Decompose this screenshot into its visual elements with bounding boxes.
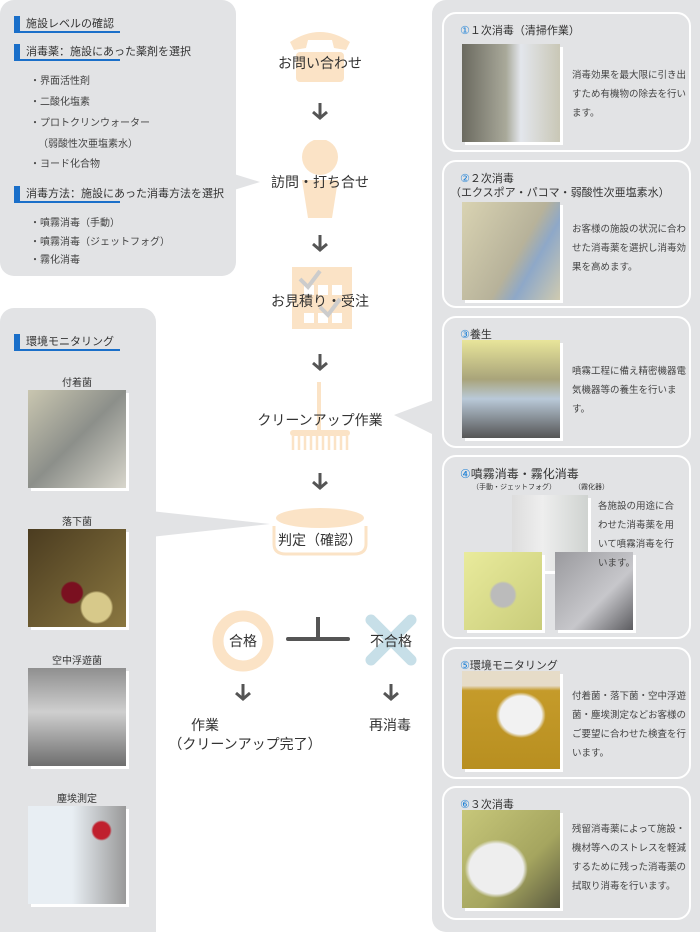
agent-item: ・界面活性剤 [30,76,90,87]
falling-bacteria-photo [28,529,126,627]
step-card-2: ②２次消毒 （エクスポア・パコマ・弱酸性次亜塩素水） お客様の施設の状況に合わせ… [442,160,691,308]
step-title: ①１次消毒（清掃作業） [460,22,580,38]
second-disinfection-photo [462,202,560,300]
step-title: ④噴霧消毒・霧化消毒 [460,465,579,482]
step-title-text: 噴霧消毒・霧化消毒 [470,467,579,481]
step-card-4: ④噴霧消毒・霧化消毒 （手動・ジェットフォグ） （霧化器） 各施設の用途に合わせ… [442,455,691,639]
pass-circle-icon [212,610,274,672]
step-title-text: ２次消毒 [469,172,514,185]
down-arrow-icon [312,473,328,490]
facility-level-panel [0,0,236,276]
step-desc: 噴霧工程に備え精密機器電気機器等の養生を行います。 [572,366,687,415]
fail-result: 再消毒 [369,718,411,734]
item-label: 落下菌 [62,517,92,528]
step-cleanup: クリーンアップ作業 [257,413,383,429]
dish-icon [272,508,368,556]
step-title-text: 環境モニタリング [469,659,558,672]
step-title: ②２次消毒 [460,170,514,186]
callout-pointer [394,400,434,435]
step-inquiry: お問い合わせ [278,56,362,72]
step-desc: 各施設の用途に合わせた消毒薬を用いて噴霧消毒を行います。 [598,501,675,569]
agent-item: ・二酸化塩素 [30,97,90,108]
cleaning-photo [462,44,560,142]
fail-cross-icon [365,614,417,666]
down-arrow-icon [312,235,328,252]
step-estimate: お見積り・受注 [271,294,369,310]
step-number: ⑥ [460,798,470,811]
atomizer-photo [464,552,542,630]
step-desc: 消毒効果を最大限に引き出すため有機物の除去を行います。 [572,70,687,119]
estimate-icon [292,267,352,329]
step-title: ③養生 [460,326,492,342]
step-visit: 訪問・打ち合せ [271,175,369,191]
monitoring-photo [462,671,560,769]
step-title-text: ３次消毒 [469,798,514,811]
step-number: ④ [460,467,471,481]
airborne-bacteria-photo [28,668,126,766]
down-arrow-icon [235,684,251,701]
steps-panel [432,0,700,932]
step-card-6: ⑥３次消毒 残留消毒薬によって施設・機材等へのストレスを軽減するために残った消毒… [442,786,691,920]
fog-photo [555,552,633,630]
step-subtitle: （手動・ジェットフォグ） [472,483,556,491]
adhesion-photo [28,390,126,488]
method-heading: 消毒方法：施設にあった消毒方法を選択 [14,186,224,203]
down-arrow-icon [312,103,328,120]
pass-result-detail: （クリーンアップ完了） [168,737,322,753]
step-number: ⑤ [460,659,470,672]
step-card-3: ③養生 噴霧工程に備え精密機器電気機器等の養生を行います。 [442,316,691,448]
fail-label: 不合格 [370,634,412,650]
monitoring-heading: 環境モニタリング [14,334,120,351]
item-label: 付着菌 [62,378,92,389]
monitoring-item: 落下菌 [28,513,126,633]
item-label: 空中浮遊菌 [52,656,102,667]
pass-result: 作業 [191,718,219,734]
step-subtitle: （エクスポア・パコマ・弱酸性次亜塩素水） [450,186,670,199]
monitoring-item: 塵埃測定 [28,790,126,910]
step-title: ⑥３次消毒 [460,796,514,812]
step-number: ① [460,24,470,37]
facility-heading: 施設レベルの確認 [14,16,120,33]
step-card-1: ①１次消毒（清掃作業） 消毒効果を最大限に引き出すため有機物の除去を行います。 [442,12,691,152]
step-number: ② [460,172,470,185]
step-desc: お客様の施設の状況に合わせた消毒薬を選択し消毒効果を高めます。 [572,224,687,273]
pass-label: 合格 [229,634,257,650]
step-desc: 残留消毒薬によって施設・機材等へのストレスを軽減するために残った消毒薬の拭取り消… [572,824,687,892]
agent-heading: 消毒薬：施設にあった薬剤を選択 [14,44,191,61]
curing-photo [462,340,560,438]
broom-icon [290,382,350,450]
dust-measurement-photo [28,806,126,904]
branch-icon [286,617,350,641]
callout-pointer [234,174,260,190]
down-arrow-icon [383,684,399,701]
third-disinfection-photo [462,810,560,908]
step-card-5: ⑤環境モニタリング 付着菌・落下菌・空中浮遊菌・塵埃測定などお客様のご要望に合わ… [442,647,691,779]
agent-item: ・ヨード化合物 [30,159,100,170]
monitoring-item: 空中浮遊菌 [28,652,126,772]
step-number: ③ [460,328,470,341]
person-icon [302,140,338,218]
step-subtitle: （霧化器） [574,483,609,491]
step-title-text: 養生 [469,328,492,341]
callout-pointer [154,511,270,537]
method-item: ・噴霧消毒（ジェットフォグ） [30,237,170,248]
method-item: ・噴霧消毒（手動） [30,218,120,229]
method-item: ・霧化消毒 [30,255,80,266]
down-arrow-icon [312,354,328,371]
step-title: ⑤環境モニタリング [460,657,558,673]
step-desc: 付着菌・落下菌・空中浮遊菌・塵埃測定などお客様のご要望に合わせた検査を行います。 [572,691,687,759]
step-title-text: １次消毒（清掃作業） [469,24,580,37]
monitoring-item: 付着菌 [28,374,126,494]
phone-icon [290,32,350,82]
agent-item: （弱酸性次亜塩素水） [38,139,138,150]
item-label: 塵埃測定 [57,794,97,805]
step-judgement: 判定（確認） [278,533,362,549]
agent-item: ・プロトクリンウォーター [30,118,150,129]
